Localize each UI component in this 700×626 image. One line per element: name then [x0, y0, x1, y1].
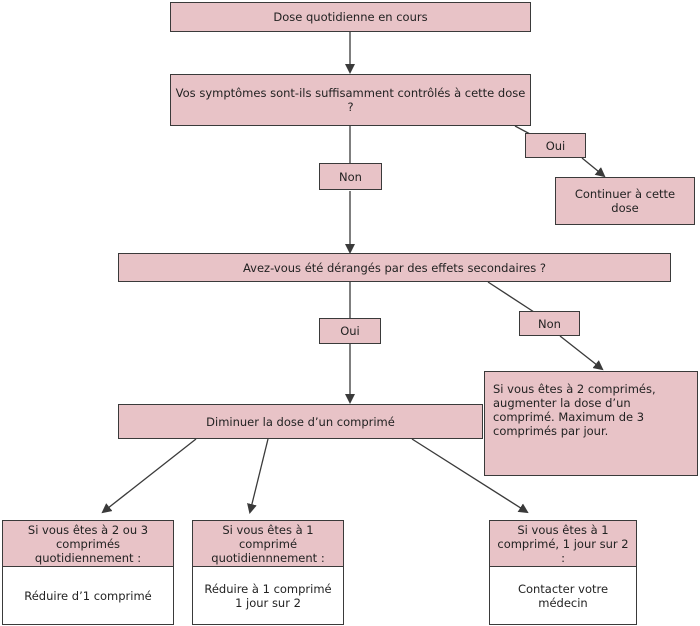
- case-3-action: Contacter votre médecin: [517, 581, 609, 610]
- case-1-condition: Si vous êtes à 2 ou 3 comprimés quotidie…: [3, 521, 173, 567]
- arrow-decrease-to-case-3: [411, 438, 529, 514]
- case-card-3: Si vous êtes à 1 comprimé, 1 jour sur 2 …: [489, 520, 637, 625]
- decrease-dose-box: Diminuer la dose d’un comprimé: [118, 404, 483, 439]
- start-box: Dose quotidienne en cours: [170, 2, 531, 32]
- case-2-action: Réduire à 1 comprimé 1 jour sur 2: [204, 581, 332, 610]
- no-label-1: Non: [319, 163, 382, 190]
- case-card-1: Si vous êtes à 2 ou 3 comprimés quotidie…: [2, 520, 174, 625]
- increase-dose-box: Si vous êtes à 2 comprimés, augmenter la…: [484, 371, 698, 476]
- arrow-yes-to-continue: [581, 157, 606, 178]
- line-side-effects-to-no: [487, 281, 535, 313]
- arrow-no-to-increase: [559, 335, 604, 371]
- continue-dose-box: Continuer à cette dose: [555, 177, 695, 225]
- line-question-to-yes: [514, 125, 531, 135]
- yes-label-1: Oui: [525, 133, 586, 158]
- case-3-condition: Si vous êtes à 1 comprimé, 1 jour sur 2 …: [490, 521, 636, 567]
- arrow-decrease-to-case-1: [101, 438, 197, 514]
- no-label-2: Non: [519, 311, 580, 336]
- question-symptoms-box: Vos symptômes sont-ils suffisamment cont…: [170, 74, 531, 126]
- yes-label-2: Oui: [319, 318, 381, 344]
- case-2-condition: Si vous êtes à 1 comprimé quotidiennneme…: [193, 521, 343, 567]
- case-card-2: Si vous êtes à 1 comprimé quotidiennneme…: [192, 520, 344, 625]
- arrow-decrease-to-case-2: [247, 438, 269, 514]
- case-1-action: Réduire d’1 comprimé: [24, 588, 152, 603]
- question-side-effects-box: Avez-vous été dérangés par des effets se…: [118, 253, 671, 282]
